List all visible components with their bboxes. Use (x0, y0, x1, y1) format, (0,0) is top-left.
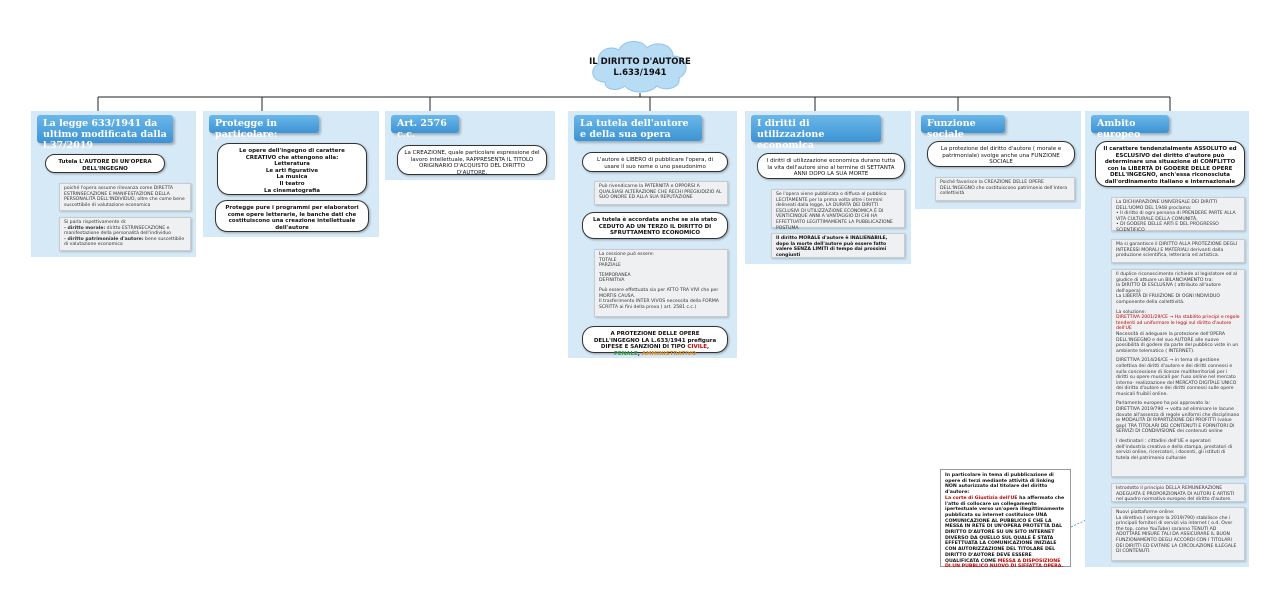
column-header: Ambito europeo (1091, 115, 1169, 140)
callout-linking: In particolare in tema di pubblicazione … (940, 469, 1071, 570)
concept-programmi: Protegge pure i programmi per elaborator… (215, 200, 369, 232)
column-tutela-autore: La tutela dell'autore e della sua opera … (568, 111, 737, 358)
note-line: la DIRITTO DI ESCLUSIVA ( attributo all'… (1116, 283, 1221, 294)
root-title: IL DIRITTO D'AUTORE L.633/1941 (585, 57, 695, 79)
column-header: Funzione sociale (921, 115, 1005, 140)
sanzione-penale: PENALE (613, 350, 638, 357)
concept-text: Tutela L'AUTORE DI UN'OPERA DELL'INGEGNO (58, 159, 152, 172)
callout-text: ha affermato che l'atto di collocare un … (945, 495, 1065, 564)
concept-conflitto: Il carattere tendenzialmente ASSOLUTO ed… (1095, 141, 1245, 187)
concept-intro: Le opere dell'ingegno di carattere CREAT… (239, 148, 345, 161)
note-protezione-interessi: Ma si garantisce il DIRITTO ALLA PROTEZI… (1111, 239, 1245, 263)
concept-text: La protezione del diritto d'autore ( mor… (940, 146, 1062, 166)
note-diritto-morale: Il diritto MORALE d'autore è INALIENABIL… (771, 233, 905, 258)
concept-autore-libero: L'autore è LIBERO di pubblicare l'opera,… (582, 152, 728, 172)
concept-text: La tutela è accordata anche se sia stato… (593, 217, 717, 237)
note-line: La LIBERTÀ DI FRUIZIONE DI OGNI INDIVIDU… (1116, 294, 1221, 305)
note-line-direttiva-2001: DIRETTIVA 2001/29/CE → Ha stabilito prin… (1116, 315, 1240, 332)
note-line: • DI GODERE DELLE ARTI E DEL PROGRESSO S… (1116, 222, 1219, 233)
column-header: I diritti di utilizzazione economica (751, 115, 881, 151)
note-line: La cessione può essere: (599, 252, 654, 257)
callout-body: La corte di Giustizia dell'UE ha afferma… (945, 496, 1066, 570)
note-line-direttiva-2014: DIRETTIVA 2014/26/CE → in tema di gestio… (1116, 358, 1237, 397)
column-art-2576: Art. 2576 c.c. La CREAZIONE, quale parti… (385, 111, 555, 180)
concept-text: La CREAZIONE, quale particolare espressi… (404, 150, 540, 176)
note-diritti: Si parla rispettivamente di: - diritto m… (59, 217, 191, 251)
column-utilizzazione-economica: I diritti di utilizzazione economica I d… (745, 111, 911, 264)
note-creazione-opere: Poiché favorisce la CREAZIONE DELLE OPER… (935, 177, 1075, 201)
concept-creazione: La CREAZIONE, quale particolare espressi… (397, 145, 547, 176)
item-teatro: Il teatro (279, 180, 305, 187)
sanzione-civile: CIVILE (687, 344, 708, 351)
column-protegge: Protegge in particolare: Le opere dell'i… (203, 111, 379, 237)
concept-protezione-sanzioni: A PROTEZIONE DELLE OPERE DELL'INGEGNO LA… (582, 326, 728, 357)
concept-text: L'autore è LIBERO di pubblicare l'opera,… (596, 157, 714, 170)
note-line: TEMPORANEA (599, 272, 631, 278)
concept-text: I diritti di utilizzazione economica dur… (766, 158, 896, 178)
column-header: Protegge in particolare: (209, 115, 319, 140)
note-line: I destinatari : cittadini dell'UE e oper… (1116, 439, 1233, 461)
concept-tutela-autore: Tutela L'AUTORE DI UN'OPERA DELL'INGEGNO (45, 154, 165, 173)
note-dichiarazione-universale: La DICHIARAZIONE UNIVERSALE DEI DIRITTI … (1111, 197, 1245, 233)
note-bilanciamento-direttive: Il duplice riconoscimento richiede al le… (1111, 269, 1245, 477)
note-line-patrimoniale: - diritto patrimoniale d'autore: bene su… (64, 236, 185, 248)
note-line: Necessità di adeguare la protezione dell… (1116, 331, 1239, 354)
column-funzione-sociale: Funzione sociale La protezione del dirit… (915, 111, 1081, 209)
concept-text: Il carattere tendenzialmente ASSOLUTO ed… (1103, 146, 1237, 185)
note-line: Parlamento europeo ha poi approvato la: (1116, 401, 1211, 407)
item-letteratura: Letteratura (274, 161, 310, 168)
note-line: • Il diritto di ogni persona di PRENDERE… (1116, 211, 1236, 222)
callout-intro: In particolare in tema di pubblicazione … (945, 473, 1055, 496)
item-arti-figurative: Le arti figurative (265, 167, 319, 174)
concept-durata-diritti: I diritti di utilizzazione economica dur… (757, 153, 905, 179)
note-line: TOTALE (599, 257, 617, 263)
concept-text: A PROTEZIONE DELLE OPERE DELL'INGEGNO LA… (593, 331, 717, 351)
note-rilevanza: poiché l'opera assume rilevanza come DIR… (59, 183, 191, 211)
note-line: DEFINITIVA (599, 278, 625, 284)
callout-conclusion: MESSA A DISPOSIZIONE DI UN PUBBLICO NUOV… (945, 558, 1064, 570)
note-piattaforme-online: Nuovi piattaforme online: La direttiva (… (1111, 507, 1245, 561)
item-cinematografia: La cinematografia (264, 187, 320, 194)
column-legge-633: La legge 633/1941 da ultimo modificata d… (31, 111, 196, 257)
note-cessione: La cessione può essere: TOTALE PARZIALE … (594, 249, 728, 317)
root-title-line1: IL DIRITTO D'AUTORE (589, 57, 691, 67)
note-line-direttiva-2019: DIRETTIVA 2019/790 → volta ad eliminare … (1116, 407, 1240, 435)
column-header: Art. 2576 c.c. (391, 115, 459, 140)
root-cloud-icon (592, 41, 687, 93)
note-line: La direttiva ( sempre la 2019/790) stabi… (1116, 515, 1237, 555)
column-header: La legge 633/1941 da ultimo modificata d… (37, 115, 173, 151)
column-header: La tutela dell'autore e della sua opera (574, 115, 702, 141)
column-ambito-europeo: Ambito europeo Il carattere tendenzialme… (1085, 111, 1249, 567)
note-remunerazione: Introdotto il principio DELLA REMUNERAZI… (1111, 483, 1245, 502)
note-line: Nuovi piattaforme online: (1116, 510, 1175, 515)
root-title-line2: L.633/1941 (613, 68, 667, 78)
note-pubblicazione-postuma: Se l'opera viene pubblicata o diffusa al… (771, 189, 905, 231)
note-line: PARZIALE (599, 263, 621, 269)
item-musica: La musica (276, 174, 308, 181)
concept-opere-ingegno: Le opere dell'ingegno di carattere CREAT… (217, 143, 367, 195)
note-line-morale: - diritto morale: diritto ESTRINSECAZION… (64, 225, 171, 237)
note-line: Il trasferimento INTER VIVOS necessita d… (599, 299, 719, 310)
callout-corte: La corte di Giustizia dell'UE (945, 495, 1018, 501)
note-paternita: Può rivendicarne la PATERNITÀ e OPPORSI … (594, 181, 728, 205)
note-line: La soluzione: (1116, 309, 1147, 315)
concept-funzione-sociale: La protezione del diritto d'autore ( mor… (927, 141, 1075, 167)
sanzione-amministrativa: AMMINISTRATIVO (641, 350, 697, 357)
note-line: Il duplice riconoscimento richiede al le… (1116, 272, 1238, 283)
note-line: Può essere effettuata sia per ATTO TRA V… (599, 287, 719, 299)
concept-text: Protegge pure i programmi per elaborator… (225, 205, 359, 231)
concept-cessione-terzo: La tutela è accordata anche se sia stato… (582, 212, 728, 239)
note-intro: Si parla rispettivamente di: (64, 220, 127, 225)
note-line: La DICHIARAZIONE UNIVERSALE DEI DIRITTI … (1116, 200, 1217, 211)
